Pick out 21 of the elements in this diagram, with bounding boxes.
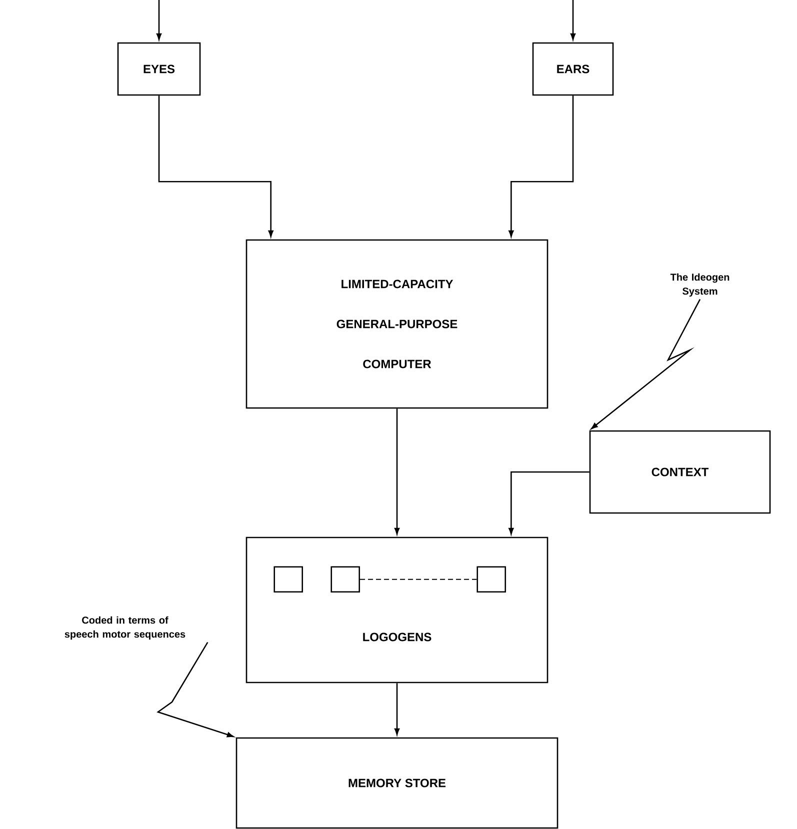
arrow: [508, 471, 590, 534]
arrow: [156, 0, 162, 40]
process-box: LIMITED-CAPACITY GENERAL-PURPOSE COMPUTER: [246, 239, 548, 409]
process-box: CONTEXT: [589, 430, 771, 514]
process-box: EYES: [117, 42, 201, 96]
process-box: EARS: [532, 42, 614, 96]
annotation-text: The Ideogen System: [670, 273, 730, 297]
arrow: [508, 96, 574, 237]
annotation-text: Coded in terms of speech motor sequences: [64, 616, 186, 640]
process-box: LOGOGENS: [246, 536, 548, 684]
leader-line: [591, 299, 701, 430]
logogen-square: [330, 566, 360, 592]
arrow: [394, 683, 400, 736]
arrow: [158, 96, 274, 237]
arrow: [570, 0, 576, 40]
dashed-line: [360, 578, 478, 580]
arrow: [394, 408, 400, 534]
process-box: MEMORY STORE: [236, 737, 558, 829]
leader-line: [156, 642, 234, 738]
logogen-square: [476, 566, 506, 592]
logogen-square: [274, 566, 303, 592]
